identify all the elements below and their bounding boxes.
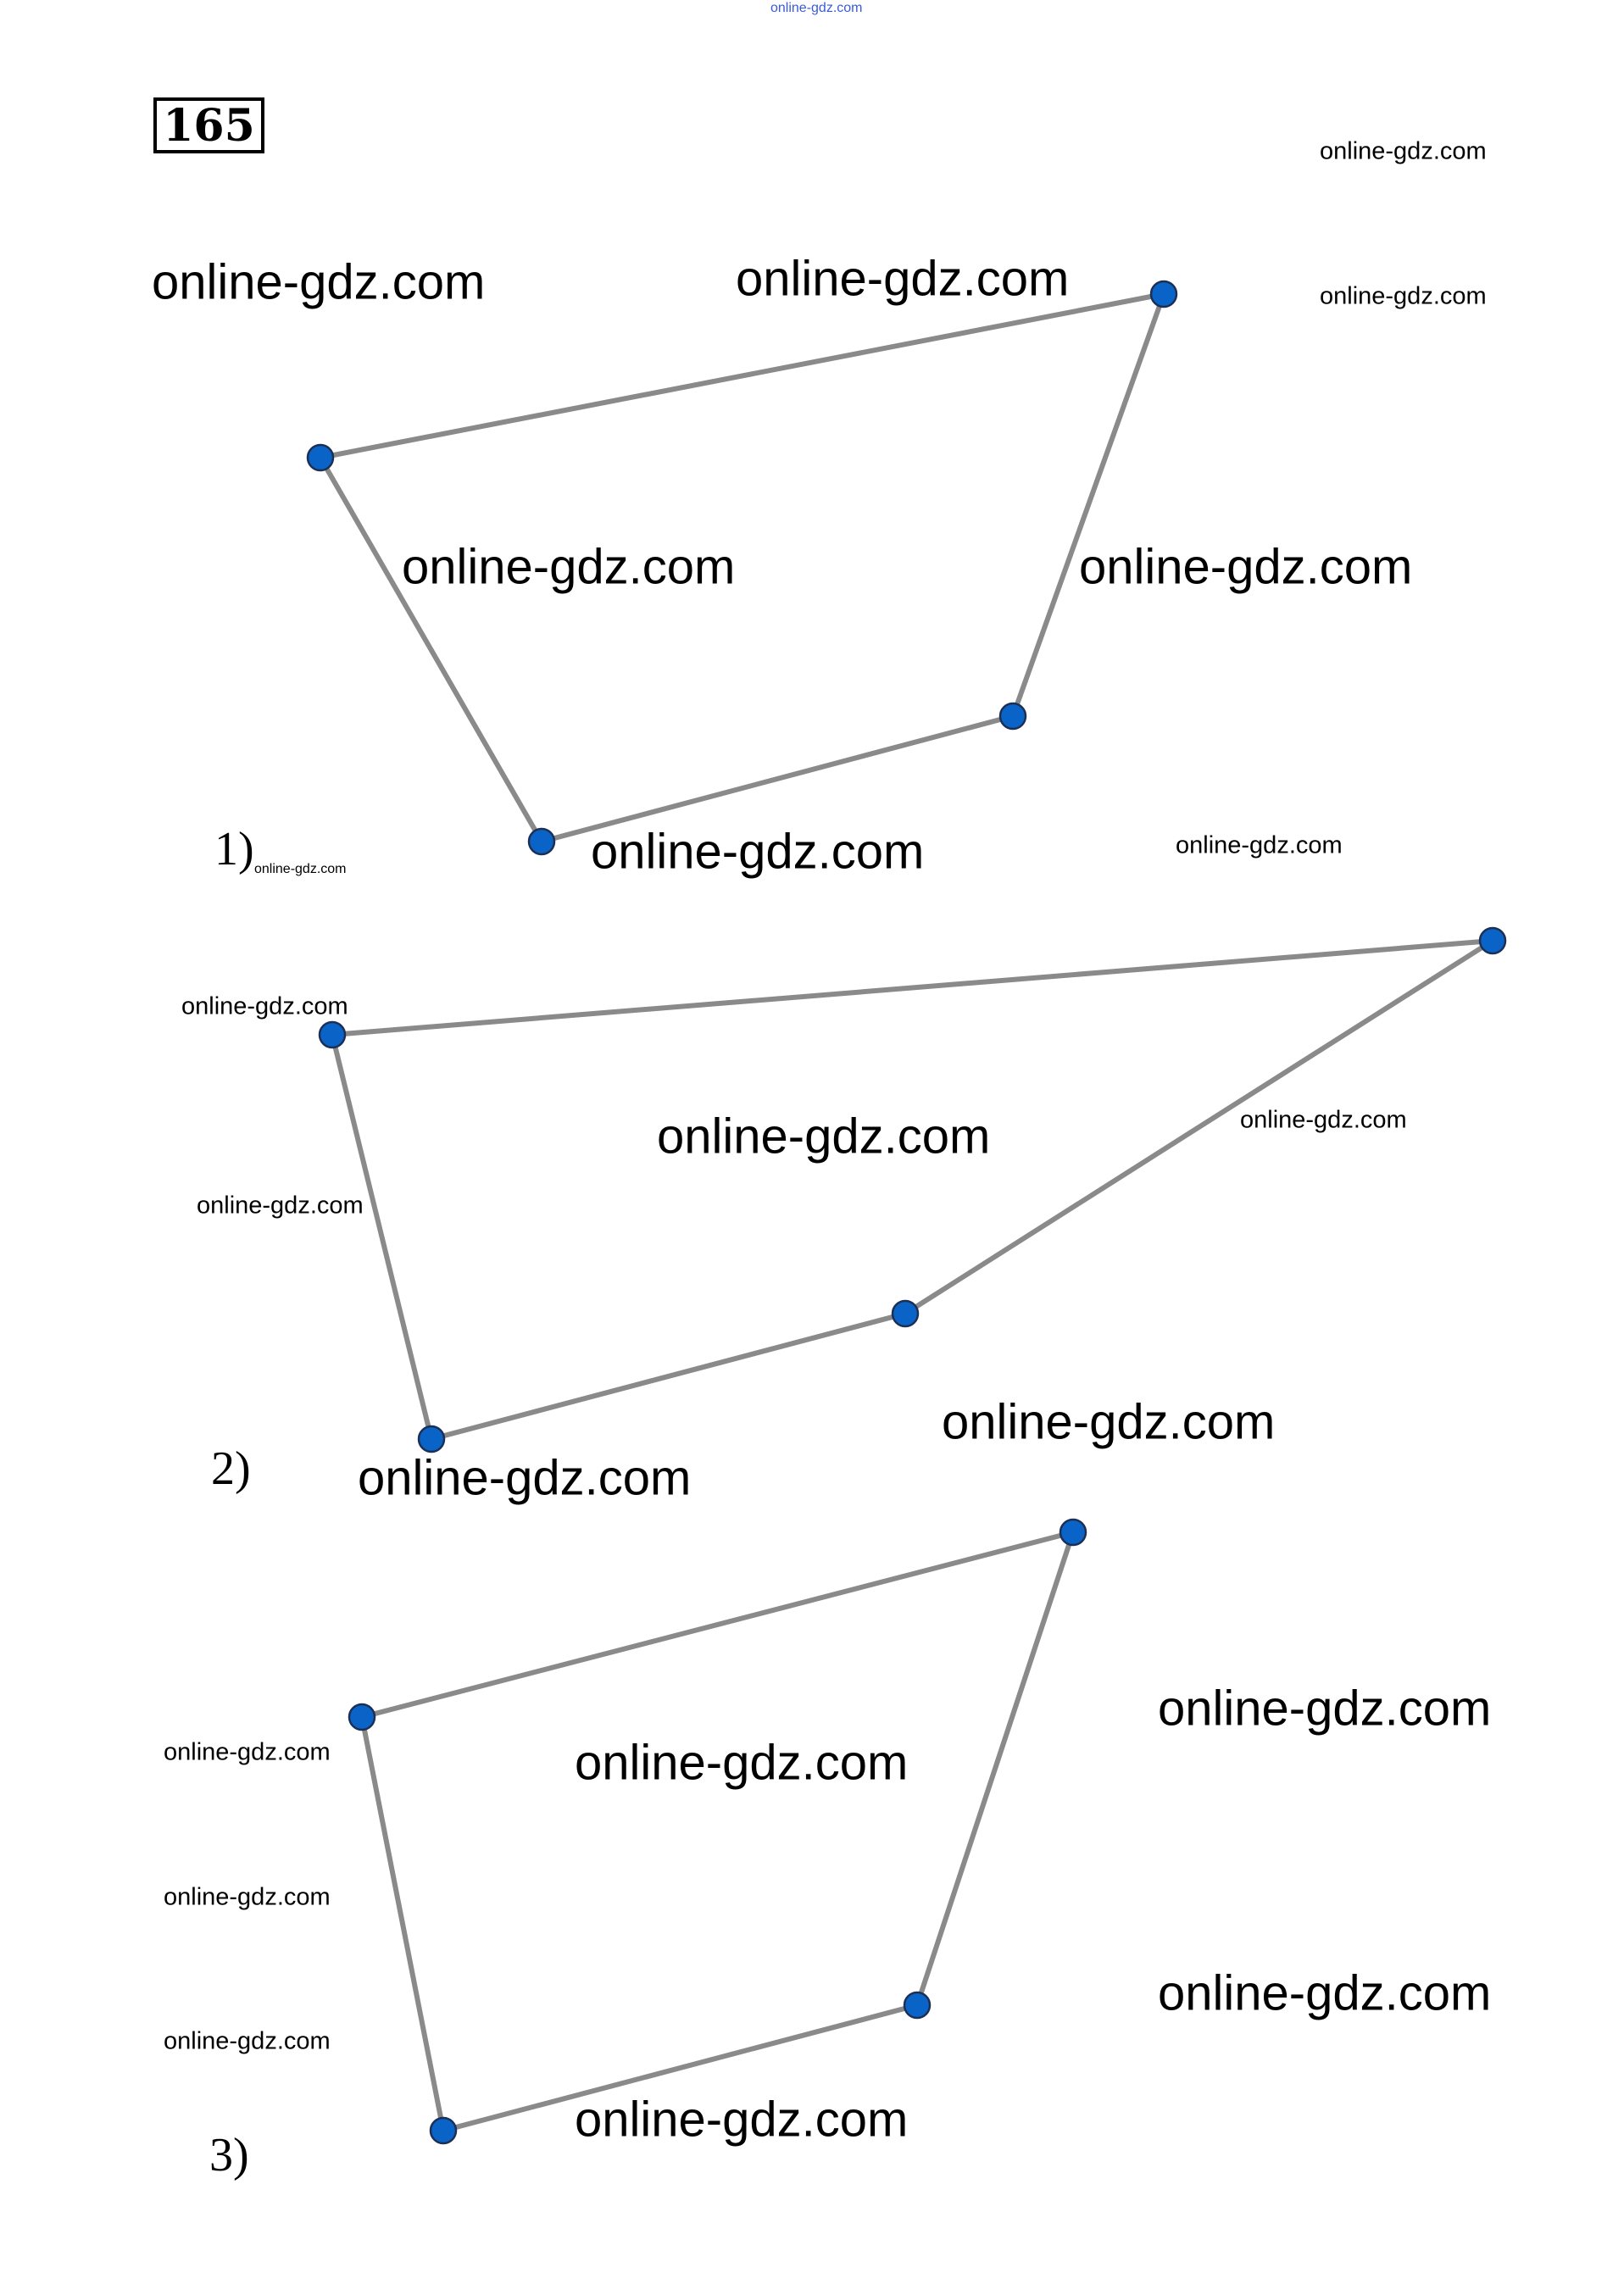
vertex-point [998, 702, 1027, 731]
vertex-point [1149, 280, 1178, 308]
watermark: online-gdz.com [1176, 831, 1343, 859]
watermark: online-gdz.com [575, 2092, 909, 2148]
watermark: online-gdz.com [1158, 1681, 1492, 1737]
edge [904, 938, 1494, 1316]
edge [1010, 292, 1166, 718]
figure-label-1: 1) [214, 823, 254, 875]
watermark: online-gdz.com [1079, 539, 1413, 595]
watermark: online-gdz.com [1320, 137, 1487, 165]
vertex-point [306, 443, 335, 472]
quadrilateral-2 [318, 926, 1507, 1453]
watermark: online-gdz.com [591, 824, 925, 880]
edge [331, 938, 1493, 1037]
watermark: online-gdz.com [1158, 1965, 1492, 2021]
watermark: online-gdz.com [164, 1883, 331, 1911]
vertex-point [527, 827, 556, 856]
watermark: online-gdz.com [358, 1450, 692, 1506]
watermark: online-gdz.com [152, 254, 486, 310]
vertex-point [1059, 1518, 1087, 1547]
watermark: online-gdz.com [1240, 1106, 1407, 1134]
watermark: online-gdz.com [657, 1109, 991, 1164]
watermark: online-gdz.com [770, 1, 863, 15]
problem-number: 165 [153, 97, 264, 153]
edge [541, 714, 1014, 844]
edge [361, 1530, 1074, 1720]
quadrilateral-3 [348, 1518, 1087, 2145]
vertex-point [318, 1020, 347, 1049]
watermark: online-gdz.com [736, 251, 1070, 307]
edge [330, 1034, 434, 1440]
watermark: online-gdz.com [164, 1738, 331, 1766]
vertex-point [348, 1703, 376, 1731]
vertex-point [891, 1299, 920, 1328]
edge [318, 456, 544, 843]
edge [442, 2003, 918, 2133]
edge [915, 1531, 1076, 2006]
watermark: online-gdz.com [942, 1394, 1276, 1450]
vertex-point [1478, 926, 1507, 955]
watermark: online-gdz.com [402, 539, 736, 595]
watermark: online-gdz.com [197, 1192, 364, 1220]
quadrilateral-1 [306, 280, 1178, 856]
figure-label-2: 2) [211, 1442, 251, 1495]
edge [431, 1311, 906, 1442]
watermark: online-gdz.com [181, 992, 348, 1020]
vertex-point [429, 2116, 458, 2145]
edge [320, 292, 1165, 460]
vertex-point [417, 1425, 446, 1453]
edge [359, 1716, 446, 2131]
vertex-point [903, 1991, 932, 2020]
watermark: online-gdz.com [164, 2027, 331, 2055]
watermark: online-gdz.com [254, 862, 347, 876]
watermark: online-gdz.com [575, 1735, 909, 1791]
watermark: online-gdz.com [1320, 282, 1487, 310]
figure-label-3: 3) [209, 2129, 249, 2181]
